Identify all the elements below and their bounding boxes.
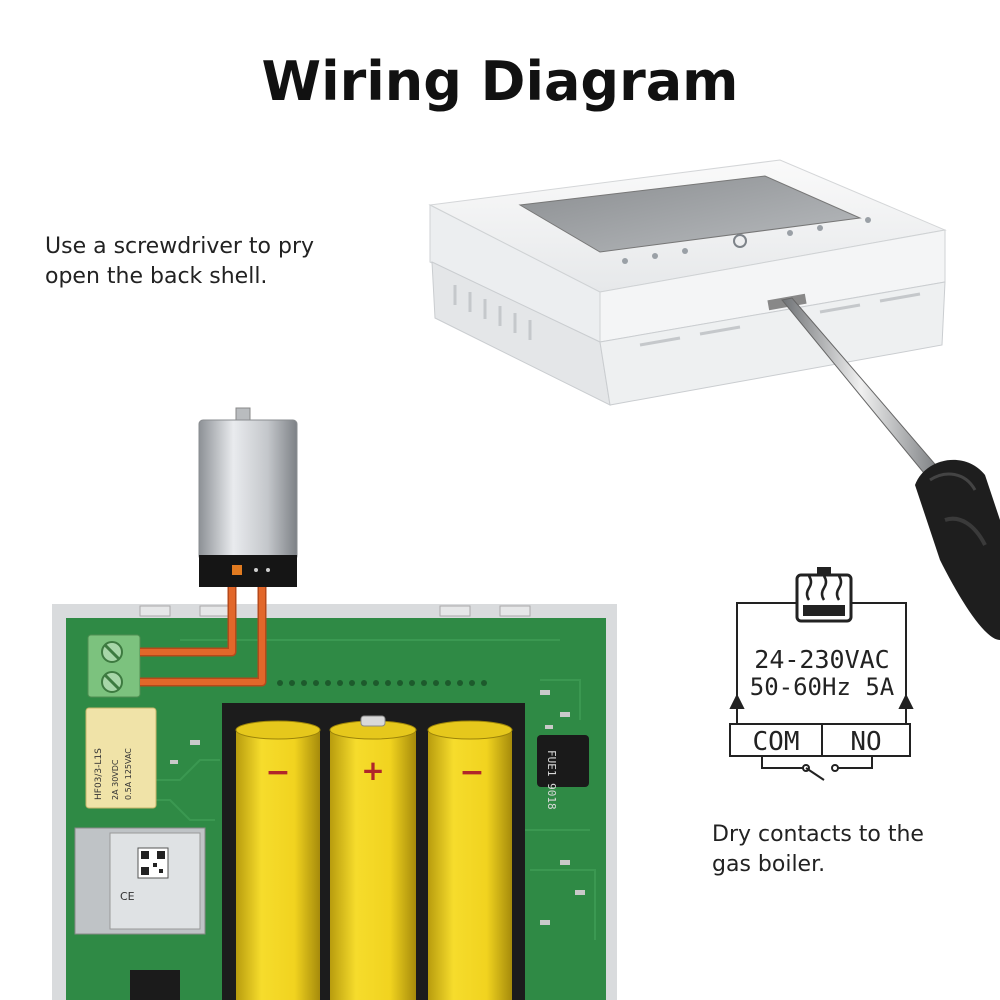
ic-chip (130, 970, 180, 1000)
thermostat-screen (518, 175, 862, 253)
gas-boiler (198, 407, 298, 587)
inductor: FUE1 9018 (537, 735, 589, 810)
thermostat-circuit-board: HF03/3-L1S 2A 30VDC 0.5A 125VAC CE FUE1 … (52, 604, 617, 1000)
inductor-code-label: FUE1 9018 (545, 750, 558, 810)
relay-model-label: HF03/3-L1S (94, 748, 104, 800)
battery-1 (235, 720, 321, 1000)
battery-2-polarity: + (361, 754, 384, 787)
boiler-wires (140, 587, 267, 687)
battery-1-polarity: − (265, 755, 290, 790)
thermostat-vents (453, 285, 921, 347)
wifi-module: CE (74, 827, 206, 935)
terminal-com-label: COM (753, 727, 800, 757)
terminal-no-label: NO (850, 727, 881, 757)
screwdriver (781, 297, 1000, 640)
terminal-block (87, 634, 141, 698)
spec-voltage-label: 24-230VAC (754, 645, 889, 674)
battery-3-polarity: − (459, 755, 484, 790)
boiler-icon (795, 567, 853, 623)
thermostat-device (428, 159, 947, 406)
battery-2 (329, 715, 417, 1000)
dry-contacts-text: Dry contacts to the gas boiler. (712, 822, 924, 877)
thermostat-touch-keys (622, 217, 871, 264)
relay-rating-1-label: 2A 30VDC (111, 759, 120, 800)
pry-instruction-text: Use a screwdriver to pry open the back s… (45, 234, 315, 289)
battery-3 (427, 720, 513, 1000)
module-ce-mark: CE (120, 890, 135, 903)
spec-frequency-current-label: 50-60Hz 5A (750, 673, 895, 701)
page-title: Wiring Diagram (261, 50, 739, 113)
relay-rating-2-label: 0.5A 125VAC (124, 748, 133, 800)
terminal-schematic (729, 567, 914, 781)
relay: HF03/3-L1S 2A 30VDC 0.5A 125VAC (85, 707, 157, 809)
